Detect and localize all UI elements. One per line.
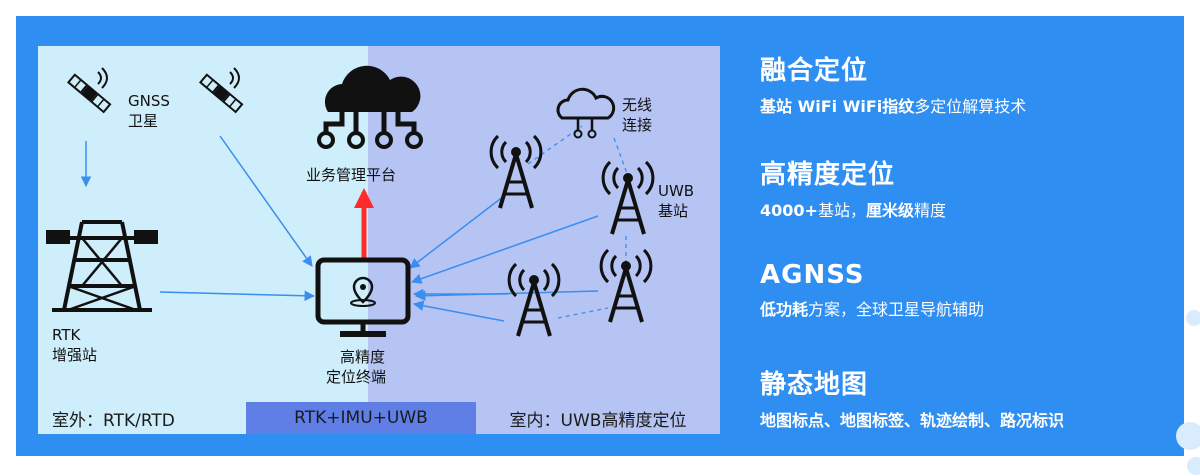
feature-title: AGNSS [760,260,865,290]
wireless-cloud-icon [556,87,616,139]
feature-title: 静态地图 [760,370,869,400]
wireless-label: 无线 [622,96,653,114]
feature-description: 地图标点、地图标签、轨迹绘制、路况标识 [760,411,1065,430]
rtk-sub-label: 增强站 [52,346,98,364]
positioning-diagram: GNSS 卫星 业务管理平台 无线 连接 UWB 基站 RTK 增强站 高精度 … [38,46,720,434]
indoor-zone [368,46,720,402]
feature-title: 高精度定位 [760,160,896,190]
wireless-sub-label: 连接 [622,116,653,134]
feature-description: 4000+基站，厘米级精度 [760,201,946,220]
uwb-sub-label: 基站 [658,202,689,220]
terminal-sub-label: 定位终端 [326,368,387,386]
cloud-platform-label: 业务管理平台 [306,166,397,184]
gnss-sub-label: 卫星 [128,112,159,130]
indoor-mode-label: 室内：UWB高精度定位 [476,402,720,434]
feature-item: 静态地图 地图标点、地图标签、轨迹绘制、路况标识 [760,364,1064,431]
cloud-platform-icon [317,65,423,149]
feature-item: 融合定位 基站 WiFi WiFi指纹多定位解算技术 [760,50,1026,117]
feature-description: 低功耗方案，全球卫星导航辅助 [760,300,985,319]
outdoor-mode-label: 室外：RTK/RTD [38,402,246,434]
uwb-tower-icon [601,160,655,236]
satellite-icon [198,67,244,114]
satellite-icon [66,67,112,114]
uwb-label: UWB [658,182,695,200]
rtk-station-icon [46,220,158,312]
gnss-label: GNSS [128,92,170,110]
terminal-icon [315,257,411,337]
feature-description: 基站 WiFi WiFi指纹多定位解算技术 [760,97,1027,116]
feature-item: AGNSS 低功耗方案，全球卫星导航辅助 [760,260,984,320]
feature-item: 高精度定位 4000+基站，厘米级精度 [760,154,946,221]
hybrid-mode-label: RTK+IMU+UWB [246,402,476,434]
uwb-tower-icon [507,262,561,338]
terminal-label: 高精度 [340,348,386,366]
feature-title: 融合定位 [760,56,869,86]
rtk-label: RTK [52,326,81,344]
uwb-tower-icon [489,134,543,210]
diagram-artwork [46,65,655,338]
